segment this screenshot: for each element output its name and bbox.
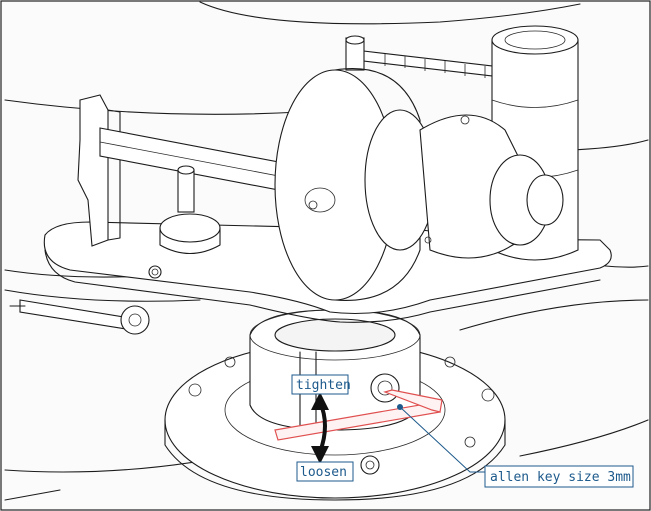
tighten-label: tighten (296, 378, 351, 393)
double-headed-vertical-arrow-icon (311, 392, 329, 464)
allen-key-label-box (484, 465, 634, 488)
bearing-hub (364, 109, 564, 259)
allen-key-label: allen key size 3mm (490, 470, 631, 485)
cue-post (159, 165, 221, 254)
split-collar (249, 309, 421, 431)
loosen-label-bg (296, 461, 354, 482)
loosen-label: loosen (300, 465, 347, 480)
cue-lever (9, 299, 150, 335)
tighten-label-bg (291, 374, 349, 395)
allen-key (274, 389, 443, 441)
leader-line (399, 406, 485, 473)
